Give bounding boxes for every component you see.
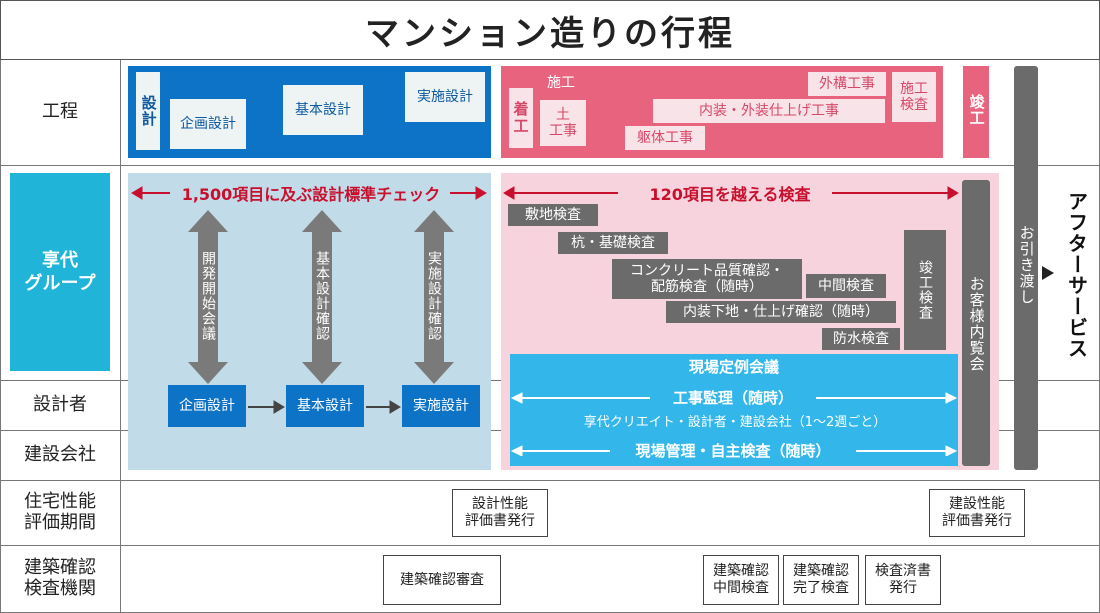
designer-kikaku: 企画設計: [168, 385, 246, 427]
design-check-arrows: [188, 210, 454, 384]
check-arrow-kaihatsu: 開発開始会議: [200, 251, 217, 341]
design-banner-text: 1,500項目に及ぶ設計標準チェック: [181, 185, 441, 204]
phase-kutai: 躯体工事: [625, 126, 705, 150]
banner-arrows: [131, 186, 959, 200]
members-text: 享代クリエイト・設計者・建設会社（1〜2週ごと）: [583, 414, 887, 430]
kenchiku-shinsa: 建築確認審査: [383, 555, 501, 605]
designer-kihon: 基本設計: [286, 385, 364, 427]
phase-shunko: 竣工: [967, 94, 986, 126]
kenchiku-kensazumi: 検査済書 発行: [865, 555, 941, 605]
row-label-kenchiku: 建築確認 検査機関: [24, 556, 96, 599]
kanri-text: 工事監理（随時）: [672, 389, 793, 408]
meeting-arrows: [510, 392, 958, 456]
inspection-shunko: 竣工検査: [904, 230, 946, 350]
meeting-title: 現場定例会議: [688, 358, 779, 377]
designer-jisshi: 実施設計: [402, 385, 480, 427]
handover-bar: [1014, 66, 1038, 470]
inspection-concrete: コンクリート品質確認・ 配筋検査（随時）: [612, 259, 802, 299]
row-label-group: 享代 グループ: [10, 173, 110, 371]
row-label-jutaku: 住宅性能 評価期間: [24, 490, 96, 533]
check-arrow-kihon: 基本設計確認: [314, 251, 331, 341]
phase-kikaku: 企画設計: [170, 99, 246, 149]
shunko-block: [963, 66, 989, 158]
kenchiku-chukan: 建築確認 中間検査: [703, 555, 779, 605]
row-label-sekkeisha: 設計者: [33, 393, 87, 415]
customer-visit-bar: [962, 180, 990, 466]
inspection-naiso: 内装下地・仕上げ確認（随時）: [666, 301, 896, 323]
inspection-shikichi: 敷地検査: [508, 204, 598, 226]
phase-seko: 施工: [547, 74, 575, 91]
inspection-kui: 杭・基礎検査: [558, 232, 668, 254]
phase-seko-kensa: 施工 検査: [892, 72, 936, 122]
phase-kihon: 基本設計: [283, 85, 363, 135]
phase-naiso: 内装・外装仕上げ工事: [653, 99, 885, 123]
kenchiku-kanryo: 建築確認 完了検査: [783, 555, 859, 605]
page-title: マンション造りの行程: [0, 0, 1100, 60]
row-label-koutei: 工程: [42, 101, 78, 123]
inspection-banner-text: 120項目を越える検査: [649, 185, 811, 204]
designer-flow-arrows: [248, 400, 401, 414]
phase-sekkei: 設計: [136, 72, 160, 150]
phase-jisshi: 実施設計: [405, 72, 485, 122]
meeting-block: [510, 354, 958, 466]
after-arrow-icon: [1042, 266, 1054, 280]
jutaku-sekkei: 設計性能 評価書発行: [452, 489, 548, 537]
jutaku-kensetsu: 建設性能 評価書発行: [929, 489, 1025, 537]
genba-text: 現場管理・自主検査（随時）: [635, 442, 831, 461]
check-arrow-jisshi: 実施設計確認: [426, 251, 443, 341]
customer-visit: お客様内覧会: [967, 276, 986, 372]
inspection-chukan: 中間検査: [806, 274, 886, 298]
phase-chakko: 着工: [509, 88, 533, 148]
inspection-bousui: 防水検査: [822, 328, 900, 350]
after-service: アフターサービス: [1064, 191, 1089, 359]
handover-text: お引き渡し: [1017, 225, 1036, 305]
phase-gaiko: 外構工事: [808, 72, 886, 96]
row-label-kensetsu: 建設会社: [24, 443, 96, 465]
phase-doko: 土 工事: [540, 100, 586, 146]
